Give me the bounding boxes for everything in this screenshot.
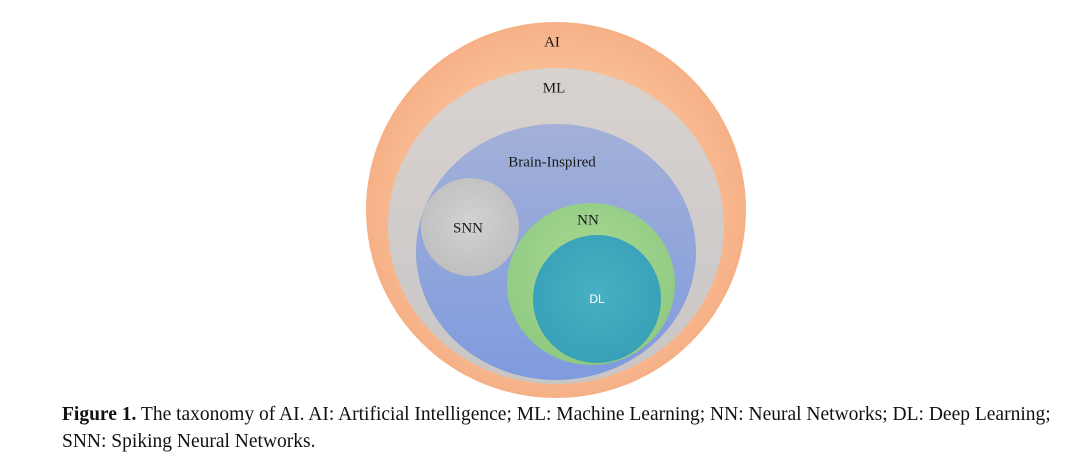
caption-text: The taxonomy of AI. AI: Artificial Intel… xyxy=(62,404,1051,452)
brain-inspired-label: Brain-Inspired xyxy=(508,154,596,170)
taxonomy-diagram: AI ML Brain-Inspired SNN NN DL xyxy=(366,22,746,398)
snn-label: SNN xyxy=(453,220,483,236)
ml-label: ML xyxy=(543,80,566,96)
figure-number: Figure 1. xyxy=(62,404,137,425)
figure-caption: Figure 1. The taxonomy of AI. AI: Artifi… xyxy=(62,401,1062,455)
dl-circle xyxy=(533,235,661,363)
ai-label: AI xyxy=(544,34,560,50)
dl-label: DL xyxy=(589,292,605,306)
snn-circle xyxy=(421,178,519,276)
nn-label: NN xyxy=(577,212,599,228)
